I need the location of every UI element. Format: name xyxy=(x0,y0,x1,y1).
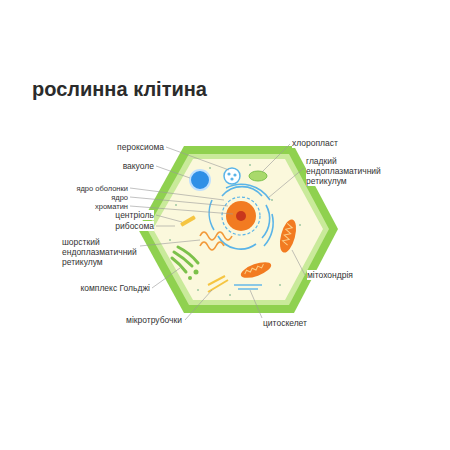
diagram-title: рослинна клітина xyxy=(32,78,207,101)
part-label: цитоскелет xyxy=(263,318,333,328)
leader-lines xyxy=(130,144,305,320)
part-label: комплекс Гольджі xyxy=(70,283,150,293)
nuclear-envelope xyxy=(222,197,260,235)
endoplasmic-reticulum xyxy=(209,184,273,249)
vacuole xyxy=(190,170,210,190)
part-label: хлоропласт xyxy=(292,138,362,148)
nucleolus xyxy=(236,211,246,221)
part-label: гладкий ендоплазматичний ретикулум xyxy=(306,156,392,186)
part-label: пероксиома xyxy=(100,142,164,152)
part-label: рибосома xyxy=(90,221,154,231)
part-label: мітохондрія xyxy=(307,270,377,280)
peroxisome xyxy=(224,168,240,184)
golgi xyxy=(172,247,198,272)
cell-membrane xyxy=(147,154,329,305)
part-label: мікротрубочки xyxy=(100,315,182,325)
part-label: центріоль xyxy=(90,210,154,220)
part-label: вакуоле xyxy=(100,161,154,171)
cytoskeleton xyxy=(234,285,262,289)
centriole xyxy=(180,215,196,226)
chloroplast xyxy=(249,171,267,181)
part-label: шорсткий ендоплазматичний ретикулум xyxy=(62,237,142,267)
ribosome-dots xyxy=(169,164,301,296)
nucleus xyxy=(226,201,256,231)
rough-er xyxy=(200,232,232,250)
mitochondria xyxy=(239,218,299,281)
cytoplasm xyxy=(153,159,323,300)
microtubule xyxy=(208,280,228,292)
